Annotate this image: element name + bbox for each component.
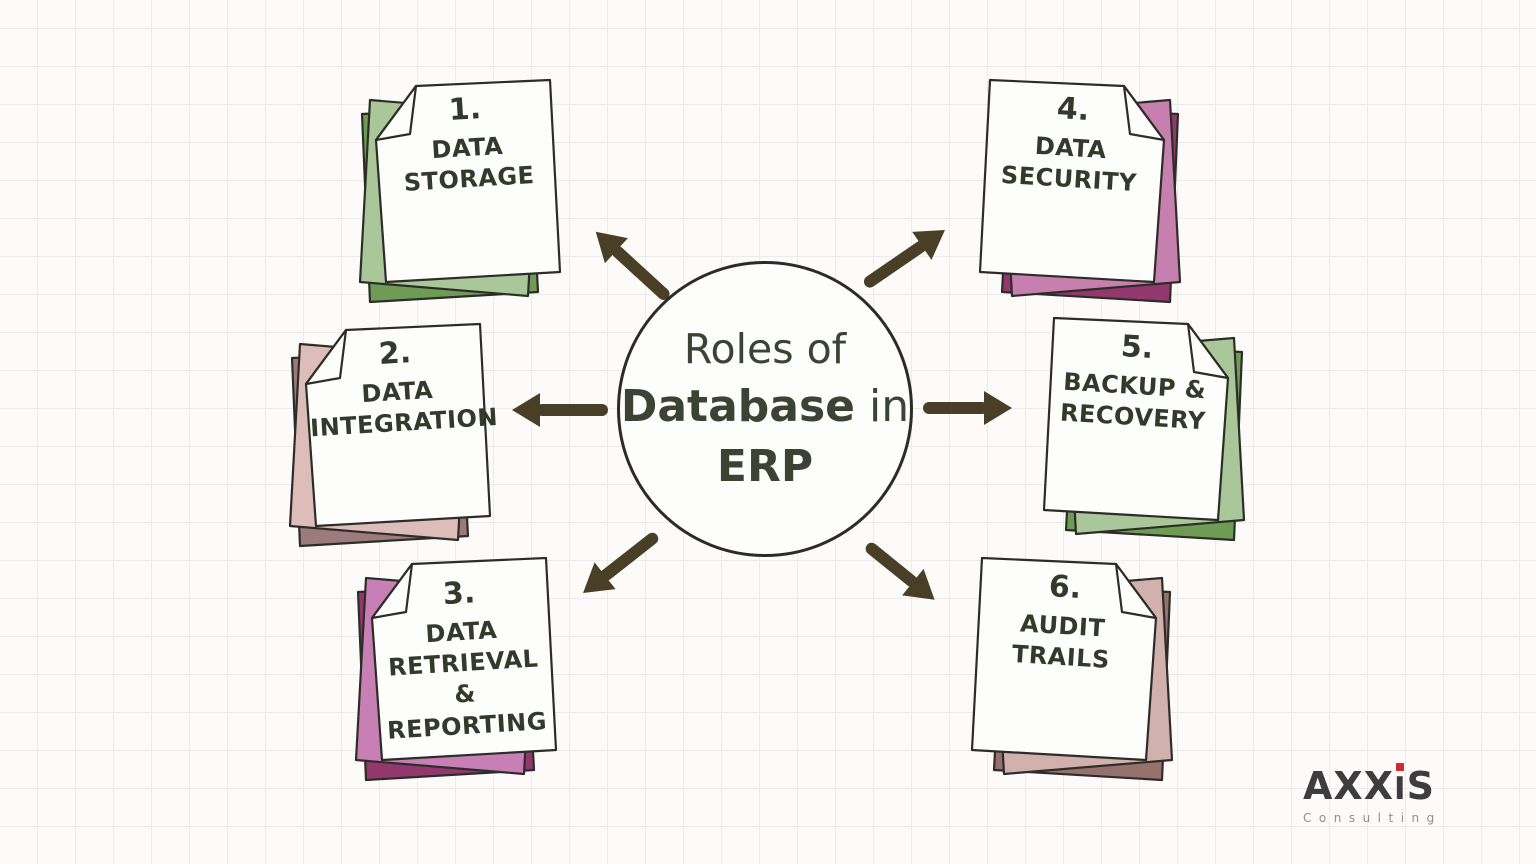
arrow-to-data-security-icon (855, 216, 955, 299)
sticky-note-data-security: 4. DATA SECURITY (958, 76, 1188, 308)
sticky-note-data-retrieval-reporting: 3. DATA RETRIEVAL & REPORTING (348, 554, 578, 786)
sticky-note-data-storage: 1. DATA STORAGE (352, 76, 582, 308)
sticky-note-sheets-icon (358, 78, 562, 304)
sticky-note-sheets-icon (1042, 316, 1246, 542)
folded-corner-icon (304, 328, 348, 386)
logo-i-letter: I (1394, 763, 1407, 806)
sticky-note-sheets-icon (354, 556, 558, 782)
title-database: Database (620, 381, 856, 433)
sticky-note-backup-recovery: 5. BACKUP & RECOVERY (1022, 314, 1252, 546)
folded-corner-icon (1122, 84, 1166, 142)
arrow-to-data-storage-icon (584, 219, 679, 310)
arrow-to-data-integration-icon (512, 393, 608, 427)
arrow-to-audit-trails-icon (856, 532, 946, 613)
logo-subtitle: Consulting (1303, 810, 1442, 825)
sticky-note-sheets-icon (970, 556, 1174, 782)
sticky-note-sheets-icon (288, 322, 492, 548)
folded-corner-icon (1186, 322, 1230, 380)
folded-corner-icon (1114, 562, 1158, 620)
sticky-note-data-integration: 2. DATA INTEGRATION (282, 320, 512, 552)
note-text-block: 2. DATA INTEGRATION (305, 331, 498, 445)
sticky-note-sheets-icon (978, 78, 1182, 304)
note-text-block: 5. BACKUP & RECOVERY (1043, 325, 1227, 439)
title-line-2: Database in (621, 377, 909, 436)
title-line-1: Roles of (683, 324, 847, 373)
arrow-to-backup-recovery-icon (923, 391, 1012, 425)
note-line: RETRIEVAL & (387, 644, 540, 709)
title-line-3: ERP (716, 440, 814, 492)
logo-s: S (1406, 764, 1435, 808)
note-text-block: 4. DATA SECURITY (979, 87, 1163, 201)
sticky-note-audit-trails: 6. AUDIT TRAILS (950, 554, 1180, 786)
folded-corner-icon (374, 84, 418, 142)
logo-axx: AXX (1303, 764, 1395, 808)
folded-corner-icon (370, 562, 414, 620)
note-text-block: 1. DATA STORAGE (375, 87, 559, 201)
logo-red-dot-icon (1396, 763, 1405, 771)
arrow-to-data-retrieval-icon (572, 522, 668, 607)
title-in: in (869, 381, 910, 433)
note-text-block: 3. DATA RETRIEVAL & REPORTING (369, 571, 557, 747)
center-title-circle: Roles of Database in ERP (617, 261, 913, 557)
note-text-block: 6. AUDIT TRAILS (971, 565, 1155, 679)
